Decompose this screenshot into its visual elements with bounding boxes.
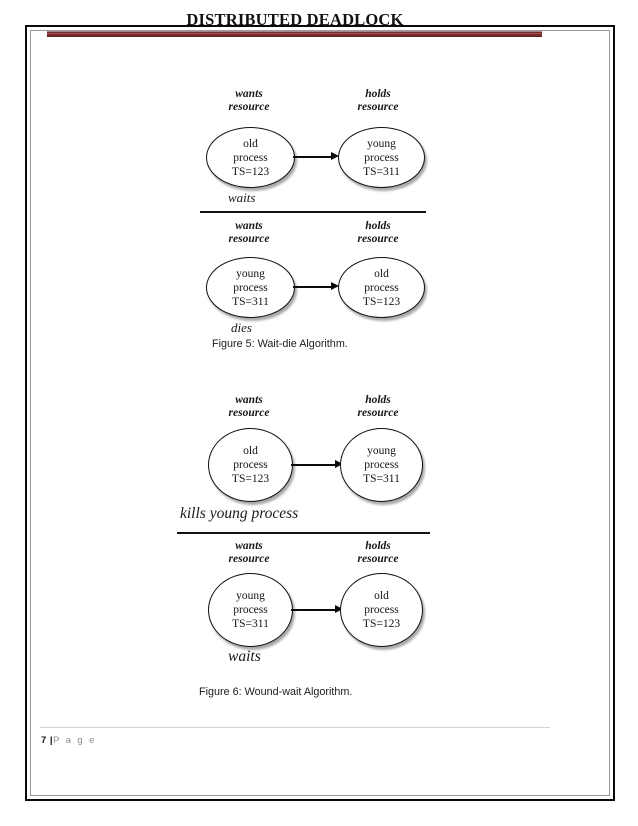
right-edge-label: holds resource <box>330 394 426 419</box>
left-edge-label: wants resource <box>201 220 297 245</box>
right-edge-label-line2: resource <box>357 232 399 245</box>
arrow-shaft <box>293 286 331 288</box>
node-timestamp: TS=311 <box>232 295 269 308</box>
process-node-young: young process TS=311 <box>338 127 425 188</box>
node-label-line1: old <box>374 267 389 280</box>
node-label-line2: process <box>364 604 399 616</box>
figure-6: wants resource holds resource old proces… <box>0 388 638 708</box>
figure-5: wants resource holds resource old proces… <box>0 80 638 355</box>
right-edge-label: holds resource <box>330 88 426 113</box>
right-edge-label-line1: holds <box>365 394 391 406</box>
wait-die-panel-1: wants resource holds resource old proces… <box>0 80 638 355</box>
arrow-shaft <box>293 156 331 158</box>
arrow-head-icon <box>335 605 343 613</box>
left-edge-label-line1: wants <box>235 394 263 406</box>
state-label-waits: waits <box>228 190 256 205</box>
page-title: DISTRIBUTED DEADLOCK <box>186 10 404 29</box>
node-label-line1: young <box>236 267 265 280</box>
node-label-line2: process <box>233 281 268 294</box>
node-timestamp: TS=123 <box>231 473 270 485</box>
left-edge-label-line1: wants <box>235 220 263 232</box>
title-divider <box>47 31 542 37</box>
wait-arrow <box>293 282 339 291</box>
wait-die-panel-2: wants resource holds resource young proc… <box>0 80 638 355</box>
left-edge-label-line2: resource <box>228 232 270 245</box>
panel-divider <box>177 532 430 534</box>
node-timestamp: TS=311 <box>363 165 400 178</box>
page-border-inner <box>30 30 610 796</box>
footer-page-word: P a g e <box>53 735 97 746</box>
left-edge-label-line2: resource <box>228 406 270 419</box>
arrow-head-icon <box>335 460 343 468</box>
node-label-line1: old <box>374 590 389 602</box>
wait-arrow <box>293 152 339 161</box>
kill-arrow <box>291 460 343 469</box>
figure-5-caption: Figure 5: Wait-die Algorithm. <box>212 338 348 350</box>
node-label-line2: process <box>364 459 399 471</box>
node-label-line1: old <box>243 445 258 457</box>
process-node-young: young process TS=311 <box>206 257 295 318</box>
wait-arrow <box>291 605 343 614</box>
right-edge-label: holds resource <box>330 220 426 245</box>
footer-divider <box>40 727 550 728</box>
node-label-line2: process <box>233 604 268 616</box>
node-label-line2: process <box>364 151 399 164</box>
title-divider-core <box>47 33 542 34</box>
process-node-young: young process TS=311 <box>208 573 293 647</box>
right-edge-label-line2: resource <box>357 552 399 565</box>
node-label-line1: young <box>236 590 265 602</box>
process-node-old: old process TS=123 <box>338 257 425 318</box>
node-label-line1: young <box>367 445 396 457</box>
right-edge-label-line1: holds <box>365 88 391 100</box>
footer: 7 |P a g e <box>41 735 96 746</box>
left-edge-label-line2: resource <box>228 552 270 565</box>
panel-divider <box>200 211 426 213</box>
right-edge-label-line1: holds <box>365 220 391 232</box>
node-label-line1: old <box>243 137 258 150</box>
footer-page-number: 7 | <box>41 735 54 746</box>
arrow-head-icon <box>331 282 339 290</box>
node-label-line2: process <box>233 151 268 164</box>
process-node-old: old process TS=123 <box>208 428 293 502</box>
left-edge-label: wants resource <box>201 540 297 565</box>
node-timestamp: TS=311 <box>232 618 269 630</box>
right-edge-label-line1: holds <box>365 540 391 552</box>
arrow-head-icon <box>331 152 339 160</box>
wound-wait-panel-2: wants resource holds resource young proc… <box>0 388 638 708</box>
arrow-shaft <box>291 609 335 611</box>
left-edge-label: wants resource <box>201 88 297 113</box>
node-label-line2: process <box>233 459 268 471</box>
state-label-dies: dies <box>231 320 252 335</box>
left-edge-label-line2: resource <box>228 100 270 113</box>
state-label-kills-young-process: kills young process <box>180 505 299 522</box>
arrow-shaft <box>291 464 335 466</box>
left-edge-label-line1: wants <box>235 540 263 552</box>
page-border <box>25 25 615 801</box>
node-timestamp: TS=123 <box>362 295 401 308</box>
state-label-waits: waits <box>228 648 261 665</box>
node-label-line2: process <box>364 281 399 294</box>
left-edge-label-line1: wants <box>235 88 263 100</box>
right-edge-label: holds resource <box>330 540 426 565</box>
process-node-old: old process TS=123 <box>340 573 423 647</box>
left-edge-label: wants resource <box>201 394 297 419</box>
node-timestamp: TS=123 <box>231 165 270 178</box>
process-node-young: young process TS=311 <box>340 428 423 502</box>
process-node-old: old process TS=123 <box>206 127 295 188</box>
node-timestamp: TS=311 <box>363 473 400 485</box>
right-edge-label-line2: resource <box>357 406 399 419</box>
node-label-line1: young <box>367 137 396 150</box>
right-edge-label-line2: resource <box>357 100 399 113</box>
wound-wait-panel-1: wants resource holds resource old proces… <box>0 388 638 708</box>
node-timestamp: TS=123 <box>362 618 401 630</box>
figure-6-caption: Figure 6: Wound-wait Algorithm. <box>199 686 353 698</box>
